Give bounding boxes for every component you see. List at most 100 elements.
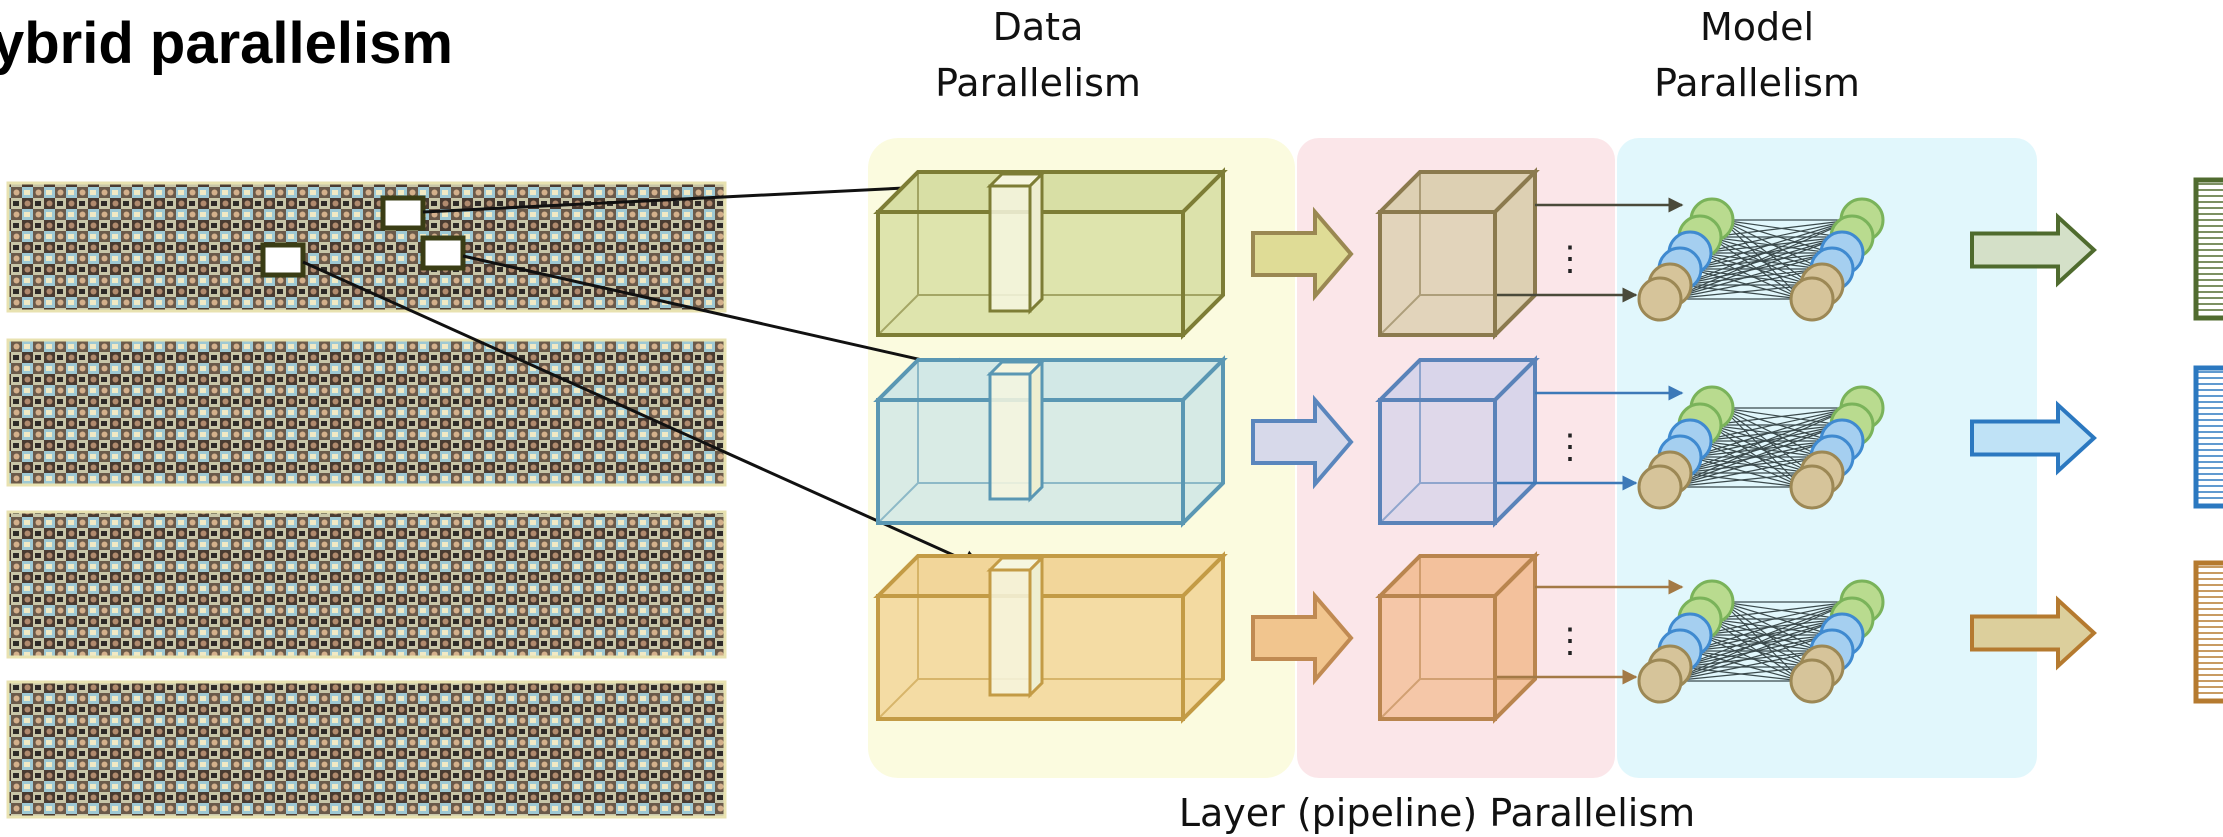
layer-cube: [1375, 551, 1540, 724]
sample-slice: [988, 568, 1032, 697]
neural-network: [1637, 197, 1885, 322]
output-vectors: [2193, 177, 2223, 704]
data-shard: [873, 167, 1228, 340]
neuron-node: [1789, 464, 1835, 510]
selected-sample-box: [380, 195, 426, 231]
output-vector-frame: [2193, 560, 2223, 704]
neural-networks: [1637, 197, 1885, 704]
network-edges: [1669, 601, 1853, 682]
cube-to-network-arrows: [1497, 197, 1684, 685]
sample-slice-side: [1028, 170, 1044, 315]
data-shards: [873, 167, 1228, 724]
network-edge: [1709, 601, 1853, 620]
output-vector-frame: [2193, 365, 2223, 509]
layer-cubes: [1375, 167, 1540, 724]
network-edge: [1679, 424, 1843, 474]
network-edge: [1699, 601, 1853, 636]
model-parallelism-label-line2: Parallelism: [1654, 61, 1860, 105]
network-edge: [1669, 650, 1823, 682]
block-arrow: [1251, 394, 1354, 490]
sample-slice: [988, 372, 1032, 501]
network-edge: [1699, 219, 1853, 254]
layer-parallelism-label: Layer (pipeline) Parallelism: [1179, 791, 1695, 835]
network-edge: [1669, 472, 1813, 488]
network-edge: [1679, 268, 1823, 286]
data-shard: [873, 355, 1228, 528]
sample-slice: [988, 184, 1032, 313]
cube-hidden-edges: [1379, 360, 1535, 524]
network-edge: [1709, 407, 1853, 426]
network-edge: [1679, 634, 1833, 668]
neural-network: [1637, 579, 1885, 704]
ellipsis: ⋮: [1553, 428, 1587, 466]
network-edge: [1699, 407, 1853, 442]
block-arrow: [1251, 590, 1354, 686]
network-edge: [1679, 456, 1823, 474]
network-edge: [1669, 424, 1843, 488]
network-edge: [1669, 236, 1843, 300]
network-edge: [1689, 407, 1853, 458]
network-edge: [1669, 618, 1843, 682]
shard-hidden-edges: [877, 360, 1223, 524]
output-vector: [2193, 560, 2223, 704]
network-edge: [1679, 252, 1833, 286]
neuron-node: [1637, 276, 1683, 322]
network-edge: [1679, 236, 1843, 286]
ellipsis: ⋮: [1553, 240, 1587, 278]
shard-top-face: [873, 170, 1228, 214]
network-edge: [1669, 268, 1823, 300]
image-strip: [6, 680, 727, 819]
network-edge: [1669, 219, 1853, 300]
data-to-layer-arrows: [1251, 206, 1354, 686]
neuron-node: [1789, 276, 1835, 322]
data-parallelism-label-line1: Data: [993, 5, 1084, 49]
output-vector: [2193, 365, 2223, 509]
shard-hidden-edges: [877, 556, 1223, 720]
sample-arrow: [462, 254, 978, 379]
selected-sample-box: [260, 242, 306, 278]
image-strip: [6, 338, 727, 487]
output-vector: [2193, 177, 2223, 321]
network-edge: [1669, 666, 1813, 682]
network-edge: [1669, 601, 1853, 682]
layer-cube: [1375, 167, 1540, 340]
sample-slice-side: [1028, 554, 1044, 699]
neuron-node: [1637, 658, 1683, 704]
shard-top-face: [873, 554, 1228, 598]
network-edge: [1679, 407, 1853, 474]
ellipsis: ⋮: [1553, 622, 1587, 660]
data-parallelism-label-line2: Parallelism: [935, 61, 1141, 105]
network-edge: [1689, 219, 1853, 270]
sample-arrow: [302, 260, 984, 570]
block-arrow: [1970, 595, 2097, 671]
network-edges: [1669, 407, 1853, 488]
network-edge: [1669, 252, 1833, 300]
network-edge: [1669, 407, 1853, 488]
slide-title: ybrid parallelism: [0, 11, 453, 76]
network-edge: [1669, 440, 1833, 488]
network-edge: [1709, 219, 1853, 238]
cube-hidden-edges: [1379, 172, 1535, 336]
sample-arrows: [302, 174, 988, 570]
model-parallelism-label-line1: Model: [1700, 5, 1814, 49]
image-dataset: [6, 181, 727, 819]
block-arrow: [1970, 212, 2097, 288]
network-to-output-arrows: [1970, 212, 2097, 671]
block-arrow: [1251, 206, 1354, 302]
block-arrow: [1970, 400, 2097, 476]
output-vector-frame: [2193, 177, 2223, 321]
layer-ellipses: ⋮ ⋮ ⋮: [1553, 240, 1587, 660]
network-edge: [1679, 219, 1853, 286]
neuron-node: [1789, 658, 1835, 704]
network-edge: [1679, 601, 1853, 668]
network-edge: [1679, 618, 1843, 668]
image-strip: [6, 510, 727, 659]
layer-cube: [1375, 355, 1540, 528]
network-edge: [1679, 440, 1833, 474]
data-shard: [873, 551, 1228, 724]
network-edge: [1689, 601, 1853, 652]
shard-hidden-edges: [877, 172, 1223, 336]
neural-network: [1637, 385, 1885, 510]
shard-top-face: [873, 358, 1228, 402]
